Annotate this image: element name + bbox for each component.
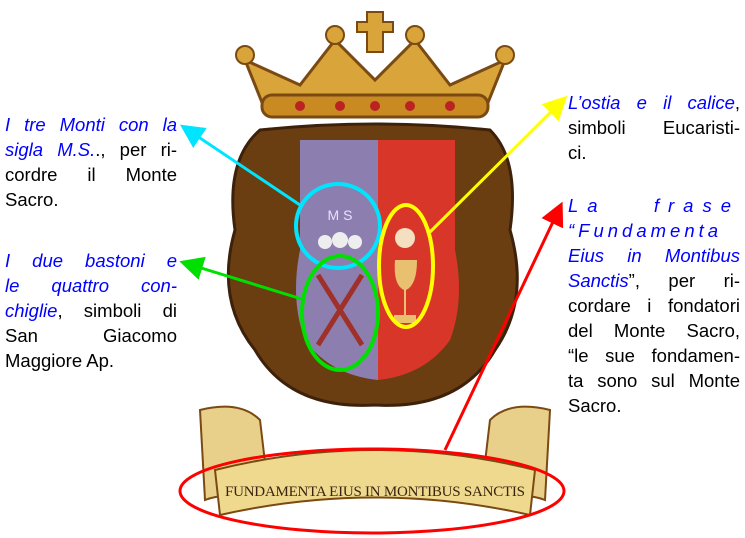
line: simboli Eucaristi- <box>568 115 740 140</box>
line: Sanctis”, per ri- <box>568 268 740 293</box>
line: Sacro. <box>568 393 740 418</box>
line: I due bastoni e <box>5 248 177 273</box>
black-text: ci. <box>568 142 587 163</box>
blue-text: L’ostia e il calice <box>568 92 735 113</box>
cyan-circle <box>294 182 382 270</box>
black-text: “le sue fondamen- <box>568 345 740 366</box>
line: ci. <box>568 140 740 165</box>
black-text: simboli Eucaristi- <box>568 117 740 138</box>
line: “le sue fondamen- <box>568 343 740 368</box>
line: I tre Monti con la <box>5 112 177 137</box>
black-text: ”, per ri- <box>628 270 740 291</box>
black-text: cordre il Monte <box>5 164 177 185</box>
yellow-ellipse <box>377 203 435 329</box>
annotation-frase: La frase “Fundamenta Eius in Montibus Sa… <box>568 193 740 418</box>
blue-text: sigla M.S. <box>5 139 96 160</box>
black-text: , simboli di <box>57 300 177 321</box>
line: San Giacomo <box>5 323 177 348</box>
black-text: del Monte Sacro, <box>568 320 740 341</box>
motto-text: FUNDAMENTA EIUS IN MONTIBUS SANCTIS <box>225 484 525 500</box>
black-text: Sacro. <box>568 395 622 416</box>
line: “Fundamenta <box>568 218 740 243</box>
blue-text: le quattro con- <box>5 275 177 296</box>
blue-text: Eius in Montibus <box>568 245 740 266</box>
monogram: M S <box>328 207 353 223</box>
line: La frase <box>568 193 740 218</box>
blue-text: I due bastoni e <box>5 250 177 271</box>
black-text: cordare i fondatori <box>568 295 740 316</box>
cyan-arrow <box>180 124 301 207</box>
black-text: , <box>734 92 740 113</box>
blue-text: Sanctis <box>568 270 629 291</box>
blue-text: La frase <box>568 195 740 216</box>
yellow-arrow <box>428 95 568 234</box>
black-text: Sacro. <box>5 189 59 210</box>
black-text: San Giacomo <box>5 325 177 346</box>
shield: M S <box>296 140 459 380</box>
black-text: ta sono sul Monte <box>568 370 740 391</box>
green-arrow <box>179 256 306 302</box>
line: cordare i fondatori <box>568 293 740 318</box>
crown <box>235 11 515 119</box>
line: sigla M.S.., per ri- <box>5 137 177 162</box>
line: Maggiore Ap. <box>5 348 177 373</box>
line: Eius in Montibus <box>568 243 740 268</box>
green-ellipse <box>300 254 380 372</box>
motto-banner: FUNDAMENTA EIUS IN MONTIBUS SANCTIS <box>198 405 552 517</box>
red-arrow <box>443 201 564 451</box>
annotation-monti: I tre Monti con la sigla M.S.., per ri- … <box>5 112 177 212</box>
blue-text: I tre Monti con la <box>5 114 177 135</box>
annotation-bastoni: I due bastoni e le quattro con- chiglie,… <box>5 248 177 373</box>
black-text: Maggiore Ap. <box>5 350 115 371</box>
black-text: ., per ri- <box>95 139 177 160</box>
blue-text: chiglie <box>5 300 58 321</box>
line: L’ostia e il calice, <box>568 90 740 115</box>
line: Sacro. <box>5 187 177 212</box>
line: del Monte Sacro, <box>568 318 740 343</box>
line: ta sono sul Monte <box>568 368 740 393</box>
blue-text: “Fundamenta <box>568 220 723 241</box>
red-ellipse <box>178 447 566 535</box>
line: chiglie, simboli di <box>5 298 177 323</box>
line: cordre il Monte <box>5 162 177 187</box>
line: le quattro con- <box>5 273 177 298</box>
annotation-ostia: L’ostia e il calice, simboli Eucaristi- … <box>568 90 740 165</box>
